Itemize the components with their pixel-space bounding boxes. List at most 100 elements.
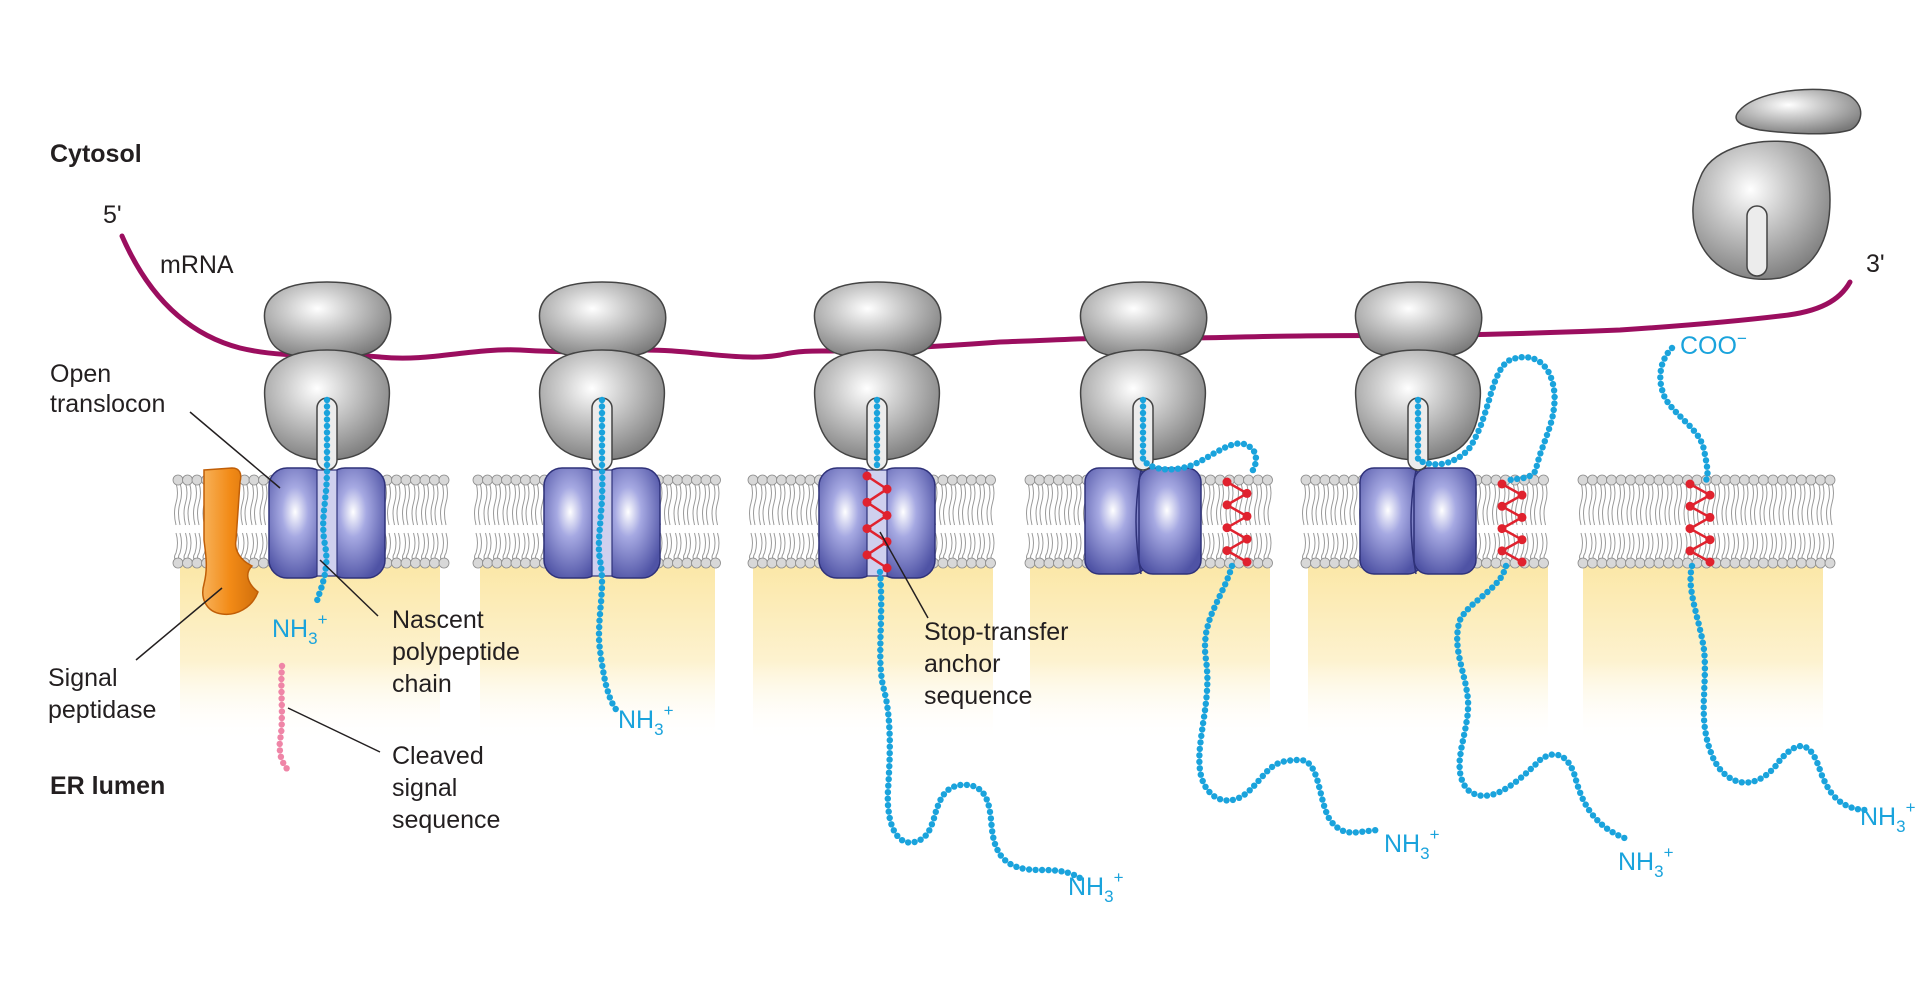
residue [1226,569,1234,576]
lipid-head [419,474,431,486]
lipid-head [1043,557,1055,569]
residue [1609,829,1616,836]
residue [1582,801,1589,808]
residue [1461,782,1468,789]
residue [321,539,328,546]
lipid-head [1739,474,1750,486]
nascent-chain-stage-3-cytosolic [873,396,881,469]
residue [609,700,616,707]
lipid-tail [1330,482,1339,526]
residue [1482,409,1489,416]
residue [1701,652,1708,659]
lipid-head [1786,557,1798,569]
residue [970,782,977,790]
residue [886,814,893,822]
residue [1814,759,1821,767]
residue [1842,801,1849,809]
lipid-tail [664,482,672,526]
residue [898,837,906,844]
residue [596,552,603,560]
lipid-head [491,557,503,569]
residue [878,601,885,608]
anchor-residue [862,471,872,481]
lipid-tail [1492,482,1500,526]
stop-transfer-line-2: anchor [924,650,1000,678]
nascent-chain-stage-1 [314,396,331,604]
three-prime-label: 3' [1866,250,1885,278]
lipid-tail [1064,532,1072,561]
lipid-head [1729,557,1741,569]
lipid-tail [1674,532,1682,561]
residue [1698,633,1705,640]
lumen-region-3 [753,562,993,742]
residue [1745,779,1752,786]
anchor-residue [1685,546,1695,556]
residue [884,789,892,796]
lipid-head [1252,474,1264,486]
lipid-head [1053,474,1064,486]
residue [277,753,285,760]
residue [1695,620,1702,627]
residue [1458,744,1465,751]
anchor-residue [1705,512,1715,522]
lipid-tail [1035,532,1044,561]
lipid-head [1233,474,1245,486]
residue [1780,752,1787,760]
lipid-tail [1607,482,1616,526]
residue [937,796,944,803]
residue [1541,438,1549,445]
anchor-residue [1497,546,1507,556]
residue [1465,787,1472,794]
lipid-head [757,474,768,486]
lipid-tail [967,532,976,561]
lipid-head [400,557,412,569]
anchor-residue [1497,479,1507,489]
residue [314,596,321,604]
anchor-residue [1685,524,1695,534]
amino-terminus-label-1: NH3+ [272,610,328,648]
lipid-head [1262,474,1273,486]
residue [1474,597,1481,604]
residue [1013,863,1020,870]
residue [1208,610,1215,617]
residue [1210,450,1217,457]
residue [1687,569,1695,576]
nascent-chain-line-2: polypeptide [392,638,520,666]
lipid-tail [1826,482,1834,526]
lipid-tail [1026,482,1034,526]
lipid-head [1748,557,1760,569]
residue [945,786,952,793]
lipid-head [1758,557,1769,569]
residue [278,708,286,715]
residue [1045,866,1052,874]
lipid-tail [1750,532,1758,561]
lipid-tail [1321,482,1329,526]
residue [1657,380,1665,388]
lipid-head [1796,557,1807,569]
anchor-residue [862,524,872,534]
residue [1836,798,1844,805]
residue [1051,867,1059,874]
anchor-residue [1517,557,1527,567]
residue [322,494,329,501]
lipid-head [529,557,541,569]
nascent-chain-stage-5-cytosolic [1414,354,1558,483]
residue [1861,806,1868,814]
lipid-tail [430,482,439,526]
lipid-head [1319,474,1331,486]
residue [1334,824,1341,831]
residue [1460,731,1468,739]
residue [1249,466,1257,474]
lipid-head [757,557,768,569]
residue [599,662,606,670]
lipid-tail [502,532,511,561]
residue [1615,832,1622,839]
residue [598,494,606,501]
lipid-head [1606,474,1617,486]
lipid-tail [1530,532,1538,561]
residue [1475,427,1482,435]
residue [1541,363,1549,370]
lipid-head [804,557,816,569]
lipid-tail [948,482,957,526]
residue [1664,349,1672,357]
